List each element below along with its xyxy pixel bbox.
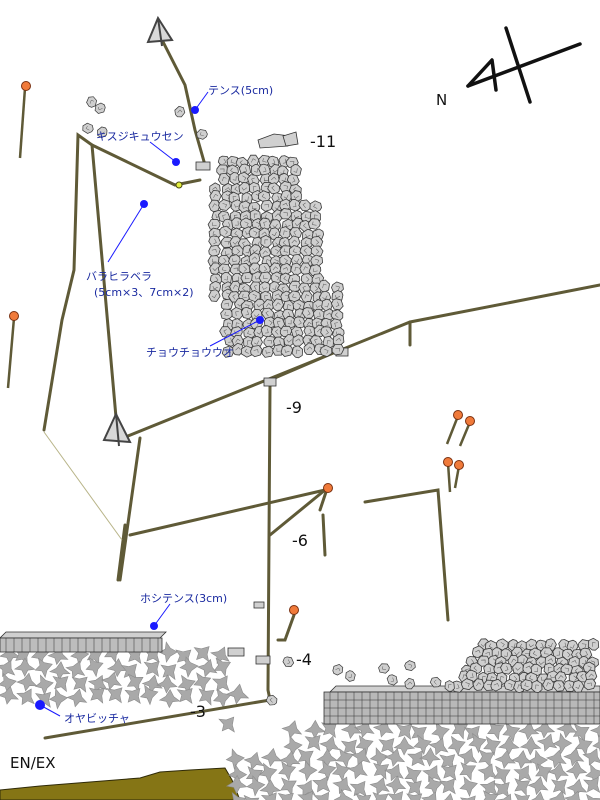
depth-label-4: -4 — [296, 650, 312, 669]
tripod-top — [146, 15, 174, 47]
species-label-kisujikyusen: キスジキュウセン — [96, 130, 184, 143]
north-label: N — [436, 91, 448, 109]
rock-pile-main — [206, 152, 347, 360]
species-label-tensu: テンス(5cm) — [208, 84, 274, 97]
tripod-mid — [102, 411, 132, 447]
guide-ropes — [42, 30, 600, 740]
depth-label-3: -3 — [190, 702, 206, 721]
thin-line — [43, 431, 123, 541]
north-arrow — [466, 26, 582, 104]
entry-exit-label: EN/EX — [10, 754, 56, 772]
rock-pile-right — [449, 636, 600, 696]
depth-label-9: -9 — [286, 398, 302, 417]
tetrapod-field-bottom — [224, 714, 600, 800]
breakwater-right — [323, 685, 600, 725]
species-label-oyabiccha: オヤビッチャ — [64, 712, 130, 725]
species-note-barahirabera: (5cm×3、7cm×2) — [94, 286, 194, 299]
species-label-hoshitensu: ホシテンス(3cm) — [140, 592, 228, 605]
species-leaders — [39, 91, 261, 717]
species-label-barahirabera: バラヒラベラ — [86, 270, 152, 283]
breakwater-left — [0, 631, 167, 653]
buoys — [6, 81, 475, 615]
depth-label-6: -6 — [292, 531, 308, 550]
shore-ground — [0, 767, 241, 800]
species-label-chouchouuo: チョウチョウウオ — [146, 346, 234, 359]
yellow-marker — [175, 181, 183, 189]
depth-label-11: -11 — [310, 132, 337, 151]
